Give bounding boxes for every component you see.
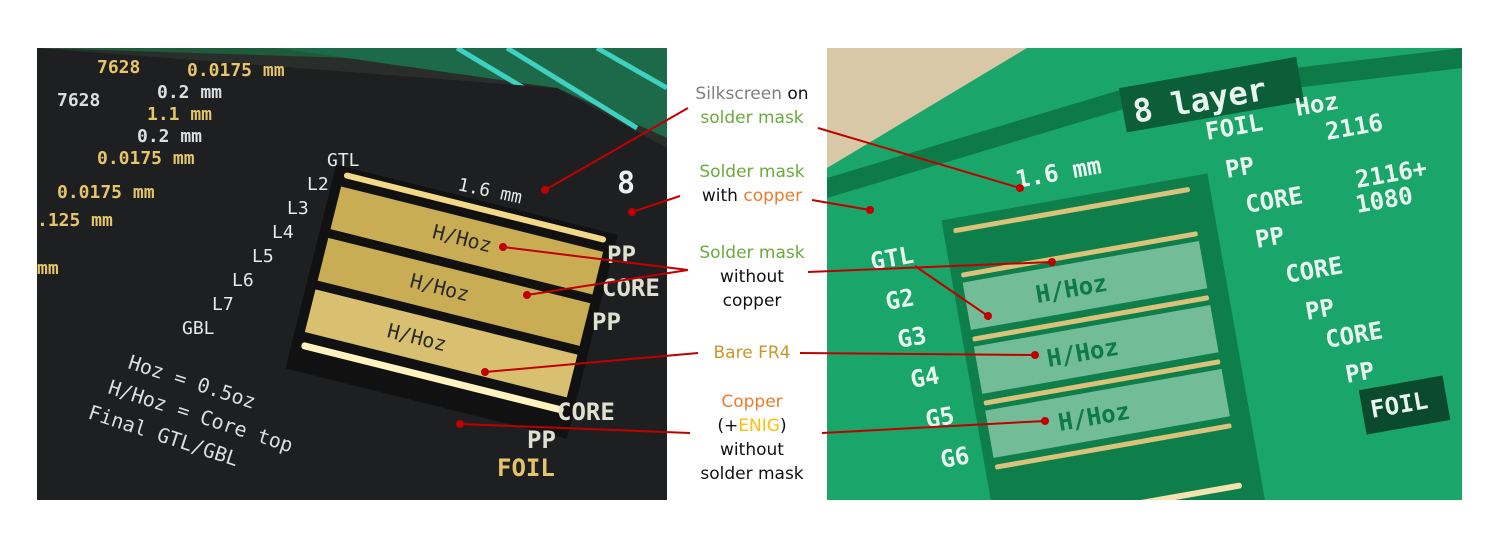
label-text: on	[782, 84, 809, 104]
layer-label: G4	[908, 361, 941, 394]
label-text: with	[701, 186, 744, 206]
black-pcb-photo: 7628 0.0175 mm 0.2 mm 7628 1.1 mm 0.2 mm…	[37, 48, 667, 500]
stack-text: CORE	[557, 398, 615, 426]
layer-label: G6	[938, 441, 971, 474]
leader-line	[544, 107, 689, 191]
stack-text: 0.0175 mm	[57, 182, 155, 203]
layer-label: L7	[212, 294, 234, 315]
leader-line	[631, 195, 681, 213]
stack-text: mm	[37, 258, 59, 279]
label-text: (+	[717, 416, 739, 436]
stack-text: PP	[592, 308, 621, 336]
stack-text: PP	[1303, 293, 1336, 326]
layer-label: L3	[287, 198, 309, 219]
leader-line	[914, 265, 989, 317]
stack-text: PP	[607, 241, 636, 269]
leader-line	[821, 420, 1046, 434]
layer-label: L6	[232, 270, 254, 291]
layer-label: G2	[883, 283, 916, 316]
label-text: copper	[743, 186, 803, 206]
layer-label: G3	[895, 321, 928, 354]
label-silkscreen: Silkscreen on solder mask	[667, 82, 837, 130]
leader-line	[484, 352, 699, 373]
label-mask-with-copper: Solder mask with copper	[667, 160, 837, 208]
layer-label: L4	[272, 222, 294, 243]
label-text: copper	[722, 291, 782, 311]
label-text: without	[720, 267, 784, 287]
stack-text: 0.0175 mm	[187, 60, 285, 81]
leader-line	[502, 246, 689, 271]
stack-text: FOIL	[497, 454, 555, 482]
label-text: Bare FR4	[713, 343, 791, 363]
label-mask-without-copper: Solder mask without copper	[667, 241, 837, 313]
stack-text: 8	[617, 166, 635, 201]
label-text: Solder mask	[699, 243, 805, 263]
leader-line	[799, 352, 1036, 356]
stack-text: PP	[1343, 356, 1376, 389]
green-pcb-photo: H/Hoz H/Hoz H/Hoz 8 layer 1.6 mm GTL G2 …	[827, 48, 1462, 500]
layer-label: GTL	[327, 150, 360, 171]
stack-text: 1.1 mm	[147, 104, 212, 125]
stack-text: PP	[1223, 151, 1256, 184]
stack-text: 0.0175 mm	[97, 148, 195, 169]
stack-text: .125 mm	[37, 210, 113, 231]
stack-text: 7628	[97, 57, 140, 78]
label-text: )	[779, 416, 787, 436]
stack-text: 0.2 mm	[137, 126, 202, 147]
leader-line	[817, 127, 1021, 189]
label-text: Silkscreen	[695, 84, 782, 104]
label-copper: Copper (+ENIG) without solder mask	[667, 390, 837, 486]
leader-line	[807, 261, 1053, 273]
layer-label: G5	[923, 401, 956, 434]
stack-text: PP	[1253, 221, 1286, 254]
leader-line	[459, 423, 691, 434]
label-text: solder mask	[700, 464, 804, 484]
leader-line	[526, 269, 689, 296]
layer-label: L5	[252, 246, 274, 267]
label-text: solder mask	[700, 108, 804, 128]
label-text: Copper	[721, 392, 783, 412]
label-text: Solder mask	[699, 162, 805, 182]
stack-text: 0.2 mm	[157, 82, 222, 103]
stack-text: 7628	[57, 90, 100, 111]
label-bare-fr4: Bare FR4	[667, 341, 837, 365]
layer-label: GBL	[182, 318, 215, 339]
stack-text: PP	[527, 426, 556, 454]
label-text: without	[720, 440, 784, 460]
label-text: ENIG	[738, 416, 780, 436]
leader-line	[811, 199, 871, 211]
layer-label: L2	[307, 174, 329, 195]
